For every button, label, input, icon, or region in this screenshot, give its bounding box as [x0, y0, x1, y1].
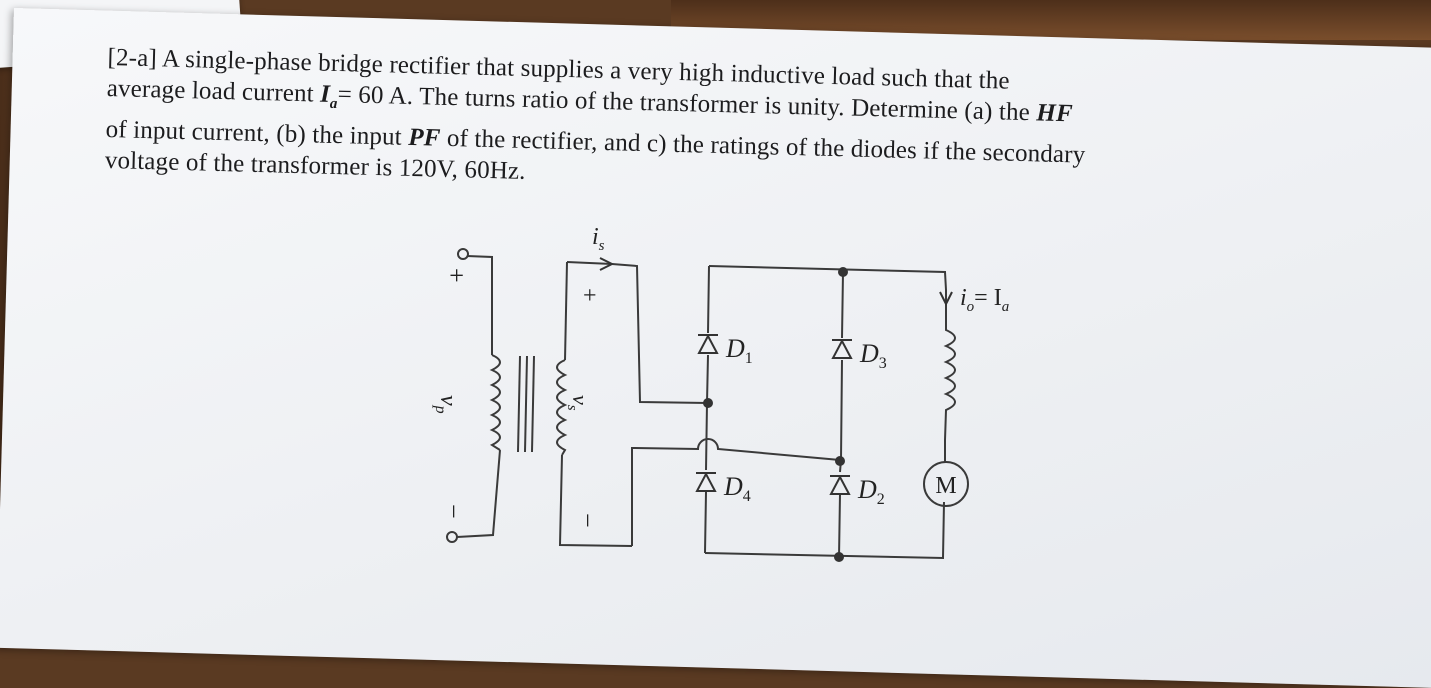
junction-dot: [703, 398, 713, 408]
junction-dot: [834, 552, 844, 562]
diode-d2-label: D2: [857, 475, 885, 508]
diode-d3-label: D3: [859, 339, 887, 372]
junction-dot: [838, 267, 848, 277]
primary-voltage-label: vp: [432, 395, 461, 414]
transformer-core-line: [531, 355, 535, 453]
bridge-rectifier-circuit: + − vp + − vs is io= Ia D1 D3 D4 D2 M: [432, 224, 1009, 562]
diode-d4-label: D4: [723, 472, 751, 505]
bridge-bottom-rail: [704, 501, 945, 560]
transformer-core-line: [517, 355, 521, 453]
load-current-label: io= Ia: [960, 285, 1009, 315]
diode-d3: [831, 338, 853, 359]
transformer-core-line: [524, 355, 528, 453]
load-inductor: [943, 290, 956, 441]
secondary-bottom-wire: [558, 454, 633, 547]
primary-minus-label: −: [439, 504, 468, 519]
motor-label: M: [935, 473, 956, 499]
secondary-current-wire: [566, 261, 613, 265]
junction-dot: [835, 456, 845, 466]
secondary-plus-label: +: [583, 283, 597, 309]
primary-plus-label: +: [442, 268, 471, 283]
secondary-top-wire: [564, 261, 568, 361]
left-bridge-leg: [704, 265, 710, 554]
motor-symbol: [923, 461, 969, 507]
primary-winding: [489, 354, 501, 451]
diode-d4: [695, 471, 717, 492]
secondary-voltage-label: vs: [564, 395, 593, 411]
secondary-current-arrow: [599, 257, 615, 271]
secondary-current-label: is: [592, 224, 605, 254]
secondary-winding: [556, 359, 568, 456]
diode-d1-label: D1: [725, 334, 753, 367]
bridge-top-rail: [708, 265, 947, 291]
load-current-arrow: [939, 291, 953, 307]
primary-top-terminal: [457, 248, 469, 260]
primary-bottom-wire: [456, 449, 501, 538]
primary-top-wire: [466, 255, 493, 355]
right-bridge-leg: [838, 271, 844, 559]
diode-d1: [697, 333, 719, 354]
secondary-minus-label: −: [573, 513, 602, 528]
secondary-to-bridge-top: [611, 263, 709, 404]
diode-d2: [829, 474, 851, 495]
primary-bottom-terminal: [446, 531, 458, 543]
